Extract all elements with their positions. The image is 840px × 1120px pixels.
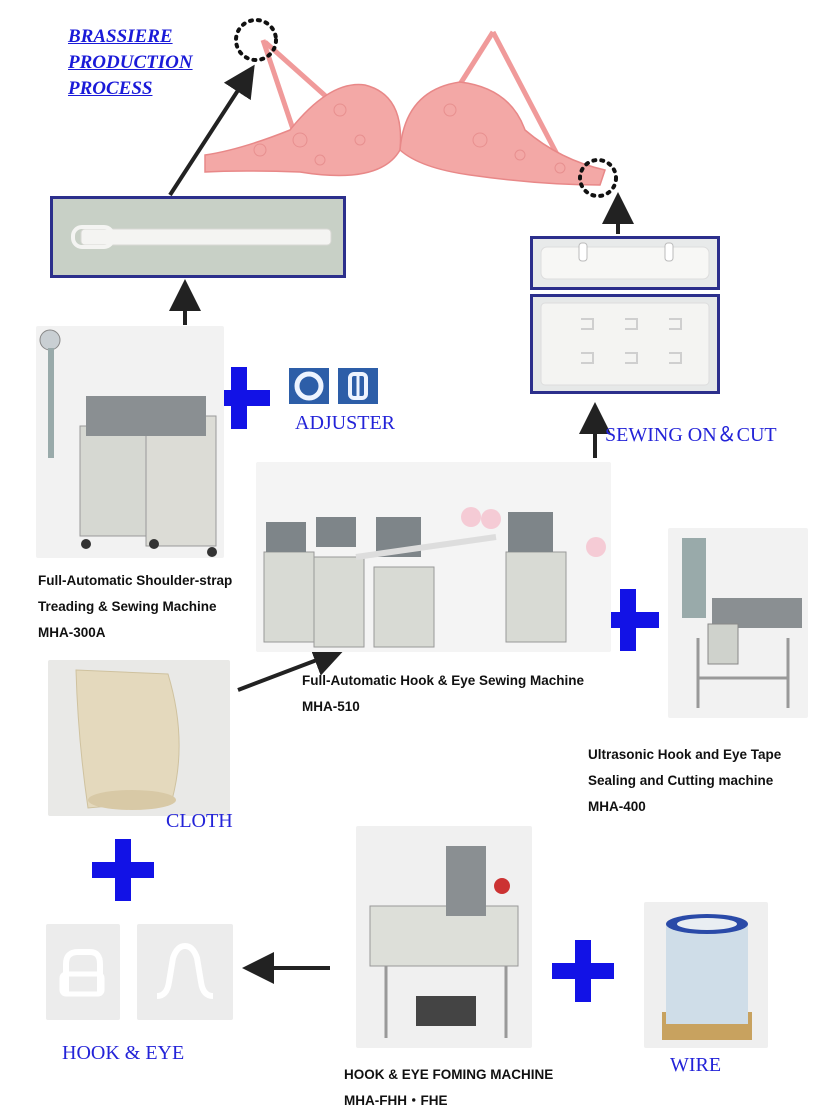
arrow-icon <box>168 64 255 197</box>
hook-tape-photo <box>530 236 720 290</box>
cloth-image <box>75 669 180 810</box>
mha-510-photo <box>256 462 611 652</box>
eye-image <box>156 942 214 999</box>
arrow-icon <box>237 645 345 692</box>
mha-400-image <box>682 538 802 708</box>
eye-tape-photo <box>530 294 720 394</box>
mha-400-model: MHA-400 <box>588 799 646 814</box>
adjuster-slider-image <box>338 368 378 404</box>
plus-icon <box>597 589 659 651</box>
hook-photo <box>46 924 120 1020</box>
eye-tape-image <box>540 302 710 386</box>
mha-510-caption: Full-Automatic Hook & Eye Sewing Machine… <box>302 668 584 720</box>
mha-510-image <box>263 507 606 648</box>
mha-510-line-1: Full-Automatic Hook & Eye Sewing Machine <box>302 673 585 688</box>
title-line-1: BRASSIERE <box>68 26 173 47</box>
adjuster-ring-image <box>289 368 329 404</box>
mha-300a-line-1: Full-Automatic Shoulder-strap <box>38 573 233 588</box>
mha-300a-image <box>39 329 217 557</box>
plus-icon <box>552 940 614 1002</box>
mha-fhh-caption: HOOK & EYE FOMING MACHINE MHA-FHH・FHE <box>344 1062 553 1114</box>
hook-image <box>59 949 105 997</box>
mha-400-caption: Ultrasonic Hook and Eye Tape Sealing and… <box>588 742 781 820</box>
mha-400-line-2: Sealing and Cutting machine <box>588 773 774 788</box>
strap-image <box>71 225 332 249</box>
plus-icon <box>92 839 154 901</box>
wire-image <box>662 914 752 1040</box>
mha-fhh-photo <box>356 826 532 1048</box>
cloth-label: CLOTH <box>166 810 233 832</box>
eye-photo <box>137 924 233 1020</box>
mha-300a-model: MHA-300A <box>38 625 106 640</box>
mha-300a-caption: Full-Automatic Shoulder-strap Treading &… <box>38 568 232 646</box>
page-title[interactable]: BRASSIERE PRODUCTION PROCESS <box>68 24 268 102</box>
mha-510-model: MHA-510 <box>302 699 360 714</box>
title-line-3: PROCESS <box>68 78 153 99</box>
wire-label: WIRE <box>670 1054 722 1076</box>
mha-300a-photo <box>36 326 224 558</box>
dotted-circle-icon <box>578 158 618 198</box>
mha-fhh-image <box>369 846 519 1038</box>
sewing-on-cut-label: SEWING ON＆CUT <box>605 424 777 446</box>
mha-fhh-model: MHA-FHH・FHE <box>344 1093 448 1108</box>
wire-photo <box>644 902 768 1048</box>
mha-400-line-1: Ultrasonic Hook and Eye Tape <box>588 747 782 762</box>
shoulder-strap-photo <box>50 196 346 278</box>
bra-image <box>204 30 606 186</box>
title-line-2: PRODUCTION <box>68 52 193 73</box>
mha-400-photo <box>668 528 808 718</box>
hook-eye-label: HOOK & EYE <box>62 1042 185 1064</box>
adjuster-label: ADJUSTER <box>295 412 396 434</box>
hook-tape-image <box>540 242 710 280</box>
mha-300a-line-2: Treading & Sewing Machine <box>38 599 217 614</box>
mha-fhh-line-1: HOOK & EYE FOMING MACHINE <box>344 1067 554 1082</box>
dotted-circle-icon <box>234 18 278 62</box>
cloth-photo <box>48 660 230 816</box>
